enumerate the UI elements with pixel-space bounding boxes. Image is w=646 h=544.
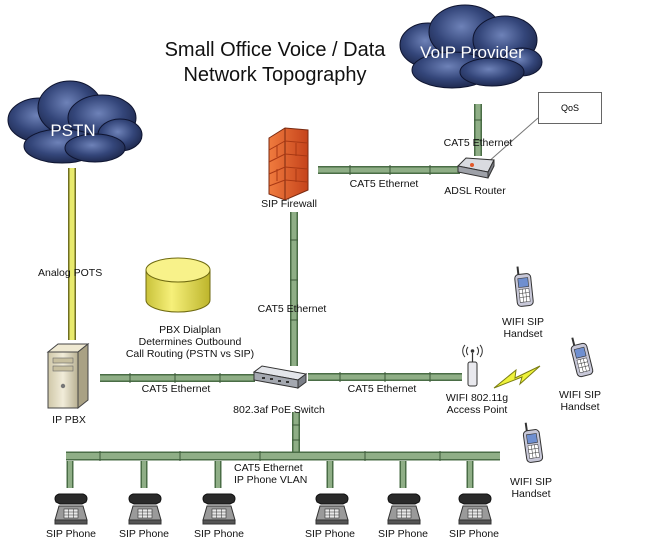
access-point-icon [462, 344, 483, 387]
wifi-handset-label-line-2: Handset [503, 328, 543, 340]
cable-tick-marks [99, 119, 482, 461]
sip-phone-icon [315, 493, 349, 525]
diagram-title: Small Office Voice / Data Network Topogr… [165, 38, 386, 88]
firewall-switch-link-label: CAT5 Ethernet [257, 303, 327, 315]
firewall-icon [268, 127, 309, 201]
firewall-router-link-label: CAT5 Ethernet [349, 178, 419, 190]
wifi-handset-icon [520, 420, 545, 464]
adsl-router-icon [456, 157, 495, 179]
pstn-cloud [7, 80, 143, 164]
database-icon [145, 257, 211, 313]
analog-pots-label: Analog POTS [38, 267, 103, 279]
wifi-handset-label-line-1: WIFI SIP [502, 316, 544, 328]
vlan-label-line-2: IP Phone VLAN [234, 474, 308, 486]
firewall-label: SIP Firewall [261, 198, 317, 210]
router-uplink-label: CAT5 Ethernet [443, 137, 513, 149]
title-line-1: Small Office Voice / Data [164, 39, 386, 61]
dialplan-note-line-2: Determines Outbound [138, 336, 242, 348]
sip-phone-icon [54, 493, 88, 525]
dialplan-note-line-1: PBX Dialplan [159, 324, 221, 336]
sip-phone-label: SIP Phone [377, 528, 429, 540]
cables [66, 104, 500, 488]
sip-phone-label: SIP Phone [304, 528, 356, 540]
title-line-2: Network Topography [183, 64, 367, 86]
vlan-label-line-1: CAT5 Ethernet [234, 462, 303, 474]
sip-phone-label: SIP Phone [448, 528, 500, 540]
sip-phone-icon [202, 493, 236, 525]
wifi-handset-label-line-1: WIFI SIP [510, 476, 552, 488]
wifi-handset-label: WIFI SIP Handset [502, 316, 544, 340]
dialplan-note-line-3: Call Routing (PSTN vs SIP) [125, 348, 255, 360]
wifi-handset-icon [512, 264, 535, 308]
voip-provider-cloud [399, 4, 543, 89]
phone-drop-cables [66, 461, 474, 488]
wifi-handset-label: WIFI SIP Handset [559, 389, 601, 413]
wifi-handset-label-line-1: WIFI SIP [559, 389, 601, 401]
switch-label: 802.3af PoE Switch [233, 404, 325, 416]
wifi-handset-label: WIFI SIP Handset [510, 476, 552, 500]
vlan-label: CAT5 Ethernet IP Phone VLAN [234, 462, 307, 486]
wifi-handset-label-line-2: Handset [511, 488, 551, 500]
pbx-switch-link-label: CAT5 Ethernet [141, 383, 211, 395]
voip-provider-label: VoIP Provider [420, 43, 524, 62]
qos-callout-line [486, 117, 539, 164]
sip-phone-label: SIP Phone [45, 528, 97, 540]
sip-phone-icon [387, 493, 421, 525]
wifi-handset-label-line-2: Handset [560, 401, 600, 413]
sip-phone-label: SIP Phone [118, 528, 170, 540]
pbx-server-icon [46, 342, 90, 410]
access-point-label: WIFI 802.11g Access Point [446, 392, 508, 416]
qos-note: QoS [538, 92, 602, 124]
dialplan-note: PBX Dialplan Determines Outbound Call Ro… [126, 324, 254, 360]
switch-ap-link-label: CAT5 Ethernet [347, 383, 417, 395]
poe-switch-icon [252, 365, 308, 389]
access-point-label-line-2: Access Point [446, 404, 508, 416]
wireless-link-icon [493, 365, 541, 389]
pbx-label: IP PBX [52, 414, 86, 426]
sip-phone-icon [458, 493, 492, 525]
router-label: ADSL Router [444, 185, 506, 197]
access-point-label-line-1: WIFI 802.11g [445, 392, 509, 404]
sip-phone-icon [128, 493, 162, 525]
pstn-label: PSTN [50, 121, 96, 140]
wifi-handset-icon [567, 333, 595, 379]
sip-phone-label: SIP Phone [193, 528, 245, 540]
